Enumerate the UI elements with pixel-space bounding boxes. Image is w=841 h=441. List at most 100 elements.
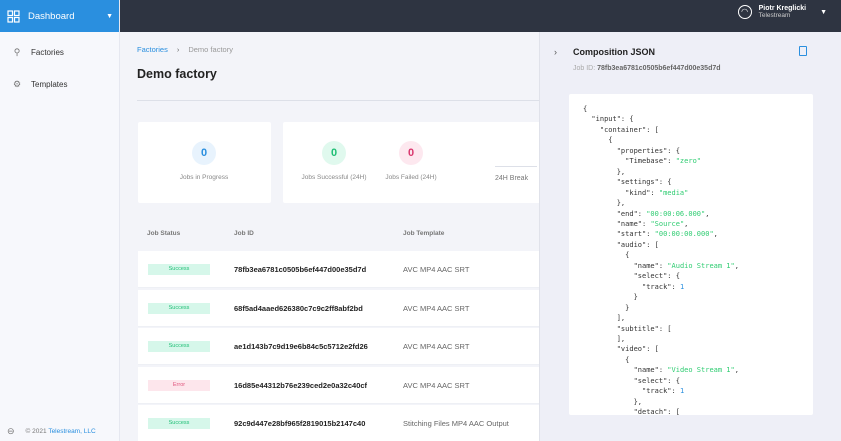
code-token: "track":: [583, 387, 680, 396]
code-line: "video": [: [583, 344, 813, 354]
code-token: "name":: [583, 261, 668, 270]
code-line: }: [583, 292, 813, 302]
code-line: "input": {: [583, 114, 813, 124]
code-token: "start":: [583, 230, 655, 239]
code-line: },: [583, 198, 813, 208]
table-row[interactable]: Error 16d85e44312b76e239ced2e0a32c40cf AVC…: [138, 366, 540, 404]
code-token: "zero": [675, 157, 702, 166]
code-token: "Video Stream 1": [667, 366, 735, 375]
code-line: ],: [583, 313, 813, 323]
code-token: "Timebase":: [583, 157, 676, 166]
user-avatar-icon: ◠: [737, 5, 752, 19]
dashboard-menu[interactable]: Dashboard ▼: [0, 0, 119, 32]
code-line: "name": "Audio Stream 1",: [583, 261, 813, 271]
jobs-in-progress-count: 0: [192, 141, 216, 165]
column-header-status[interactable]: Job Status: [147, 230, 181, 237]
stat-label: Jobs Failed (24H): [385, 174, 437, 181]
code-line: {: [583, 355, 813, 365]
job-template: Stitching Files MP4 AAC Output: [403, 419, 509, 428]
code-token: "kind":: [583, 188, 659, 197]
code-line: {: [583, 135, 813, 145]
code-token: ,: [734, 261, 739, 270]
status-badge: Success: [148, 341, 210, 352]
code-line: "kind": "media": [583, 188, 813, 198]
column-header-id[interactable]: Job ID: [234, 230, 254, 237]
code-token: ],: [583, 334, 626, 343]
code-line: {: [583, 250, 813, 260]
code-token: "Source": [650, 219, 685, 228]
job-id: Job ID: 78fb3ea6781c0505b6ef447d00e35d7d: [573, 65, 721, 72]
job-template: AVC MP4 AAC SRT: [403, 380, 470, 390]
code-token: ,: [705, 209, 710, 218]
job-id-value: 78fb3ea6781c0505b6ef447d00e35d7d: [597, 65, 721, 72]
job-id: 92c9d447e28bf965f2819015b2147c40: [234, 419, 366, 428]
table-row[interactable]: Success 92c9d447e28bf965f2819015b2147c40 S…: [138, 405, 540, 441]
job-id: 16d85e44312b76e239ced2e0a32c40cf: [234, 380, 368, 390]
breadcrumb-factories[interactable]: Factories: [137, 45, 168, 54]
breadcrumb-current: Demo factory: [188, 45, 233, 54]
code-token: "video": [: [583, 345, 659, 354]
copy-icon[interactable]: [799, 46, 807, 56]
sidebar-item-templates[interactable]: ⚙ Templates: [0, 68, 119, 100]
status-badge: Error: [148, 379, 210, 391]
column-header-template[interactable]: Job Template: [403, 230, 445, 237]
code-token: "name":: [583, 219, 651, 228]
code-token: "select": {: [583, 272, 680, 281]
sidebar-item-factories[interactable]: ⚲ Factories: [0, 36, 119, 68]
stat-card-in-progress: 0 Jobs in Progress: [138, 122, 271, 203]
stat-card-24h: 0 Jobs Successful (24H) 0 Jobs Failed (2…: [283, 122, 540, 203]
code-token: "select": {: [583, 376, 680, 385]
factory-icon: ⚲: [13, 46, 21, 57]
status-badge: Success: [148, 418, 210, 429]
stat-label: Jobs Successful (24H): [301, 174, 367, 181]
code-token: 1: [679, 282, 685, 291]
job-id: 78fb3ea6781c0505b6ef447d00e35d7d: [234, 265, 367, 274]
user-name: Piotr Kreglicki: [758, 5, 807, 12]
code-token: "00:00:06.000": [646, 209, 706, 218]
code-line: {: [583, 104, 813, 114]
code-token: {: [583, 105, 588, 113]
code-line: "Timebase": "zero": [583, 156, 813, 166]
code-line: "name": "Video Stream 1",: [583, 365, 813, 375]
code-token: "audio": [: [583, 240, 659, 249]
code-token: },: [583, 199, 626, 208]
copyright: © 2021: [25, 428, 47, 435]
code-token: "input": {: [583, 115, 634, 124]
sidebar-item-label: Factories: [31, 47, 64, 57]
code-token: "end":: [583, 209, 647, 218]
code-line: "track": 1: [583, 386, 813, 396]
code-token: ],: [583, 314, 626, 323]
page-title: Demo factory: [137, 67, 217, 81]
code-token: }: [583, 303, 630, 312]
user-menu[interactable]: ◠ Piotr Kreglicki Telestream ▼: [737, 5, 827, 19]
code-token: {: [583, 355, 630, 364]
code-token: "track":: [583, 282, 680, 291]
code-token: "00:00:00.000": [654, 230, 714, 239]
collapse-sidebar-icon[interactable]: ⊖: [7, 426, 15, 436]
company-link[interactable]: Telestream, LLC: [48, 428, 96, 435]
code-token: "name":: [583, 366, 668, 375]
collapse-panel-icon[interactable]: ›: [554, 47, 557, 57]
code-line: "subtitle": [: [583, 324, 813, 334]
code-token: ,: [734, 366, 739, 375]
divider: [137, 100, 540, 101]
code-line: },: [583, 167, 813, 177]
stat-label: Jobs in Progress: [179, 174, 229, 181]
json-code-block: { "input": { "container": [ { "propertie…: [569, 94, 813, 415]
footer: ⊖ © 2021 Telestream, LLC: [7, 426, 96, 437]
jobs-successful-count: 0: [322, 141, 346, 165]
job-id: 68f5ad4aaed626380c7c9c2ff8abf2bd: [234, 303, 363, 313]
code-token: },: [583, 397, 643, 406]
job-template: AVC MP4 AAC SRT: [403, 342, 470, 351]
breadcrumb: Factories›Demo factory: [137, 45, 233, 54]
jobs-failed-count: 0: [399, 141, 423, 165]
user-org: Telestream: [758, 12, 791, 19]
status-badge: Success: [148, 264, 210, 275]
code-token: 1: [679, 387, 685, 396]
code-line: }: [583, 303, 813, 313]
code-line: ],: [583, 334, 813, 344]
panel-title: Composition JSON: [573, 47, 656, 57]
